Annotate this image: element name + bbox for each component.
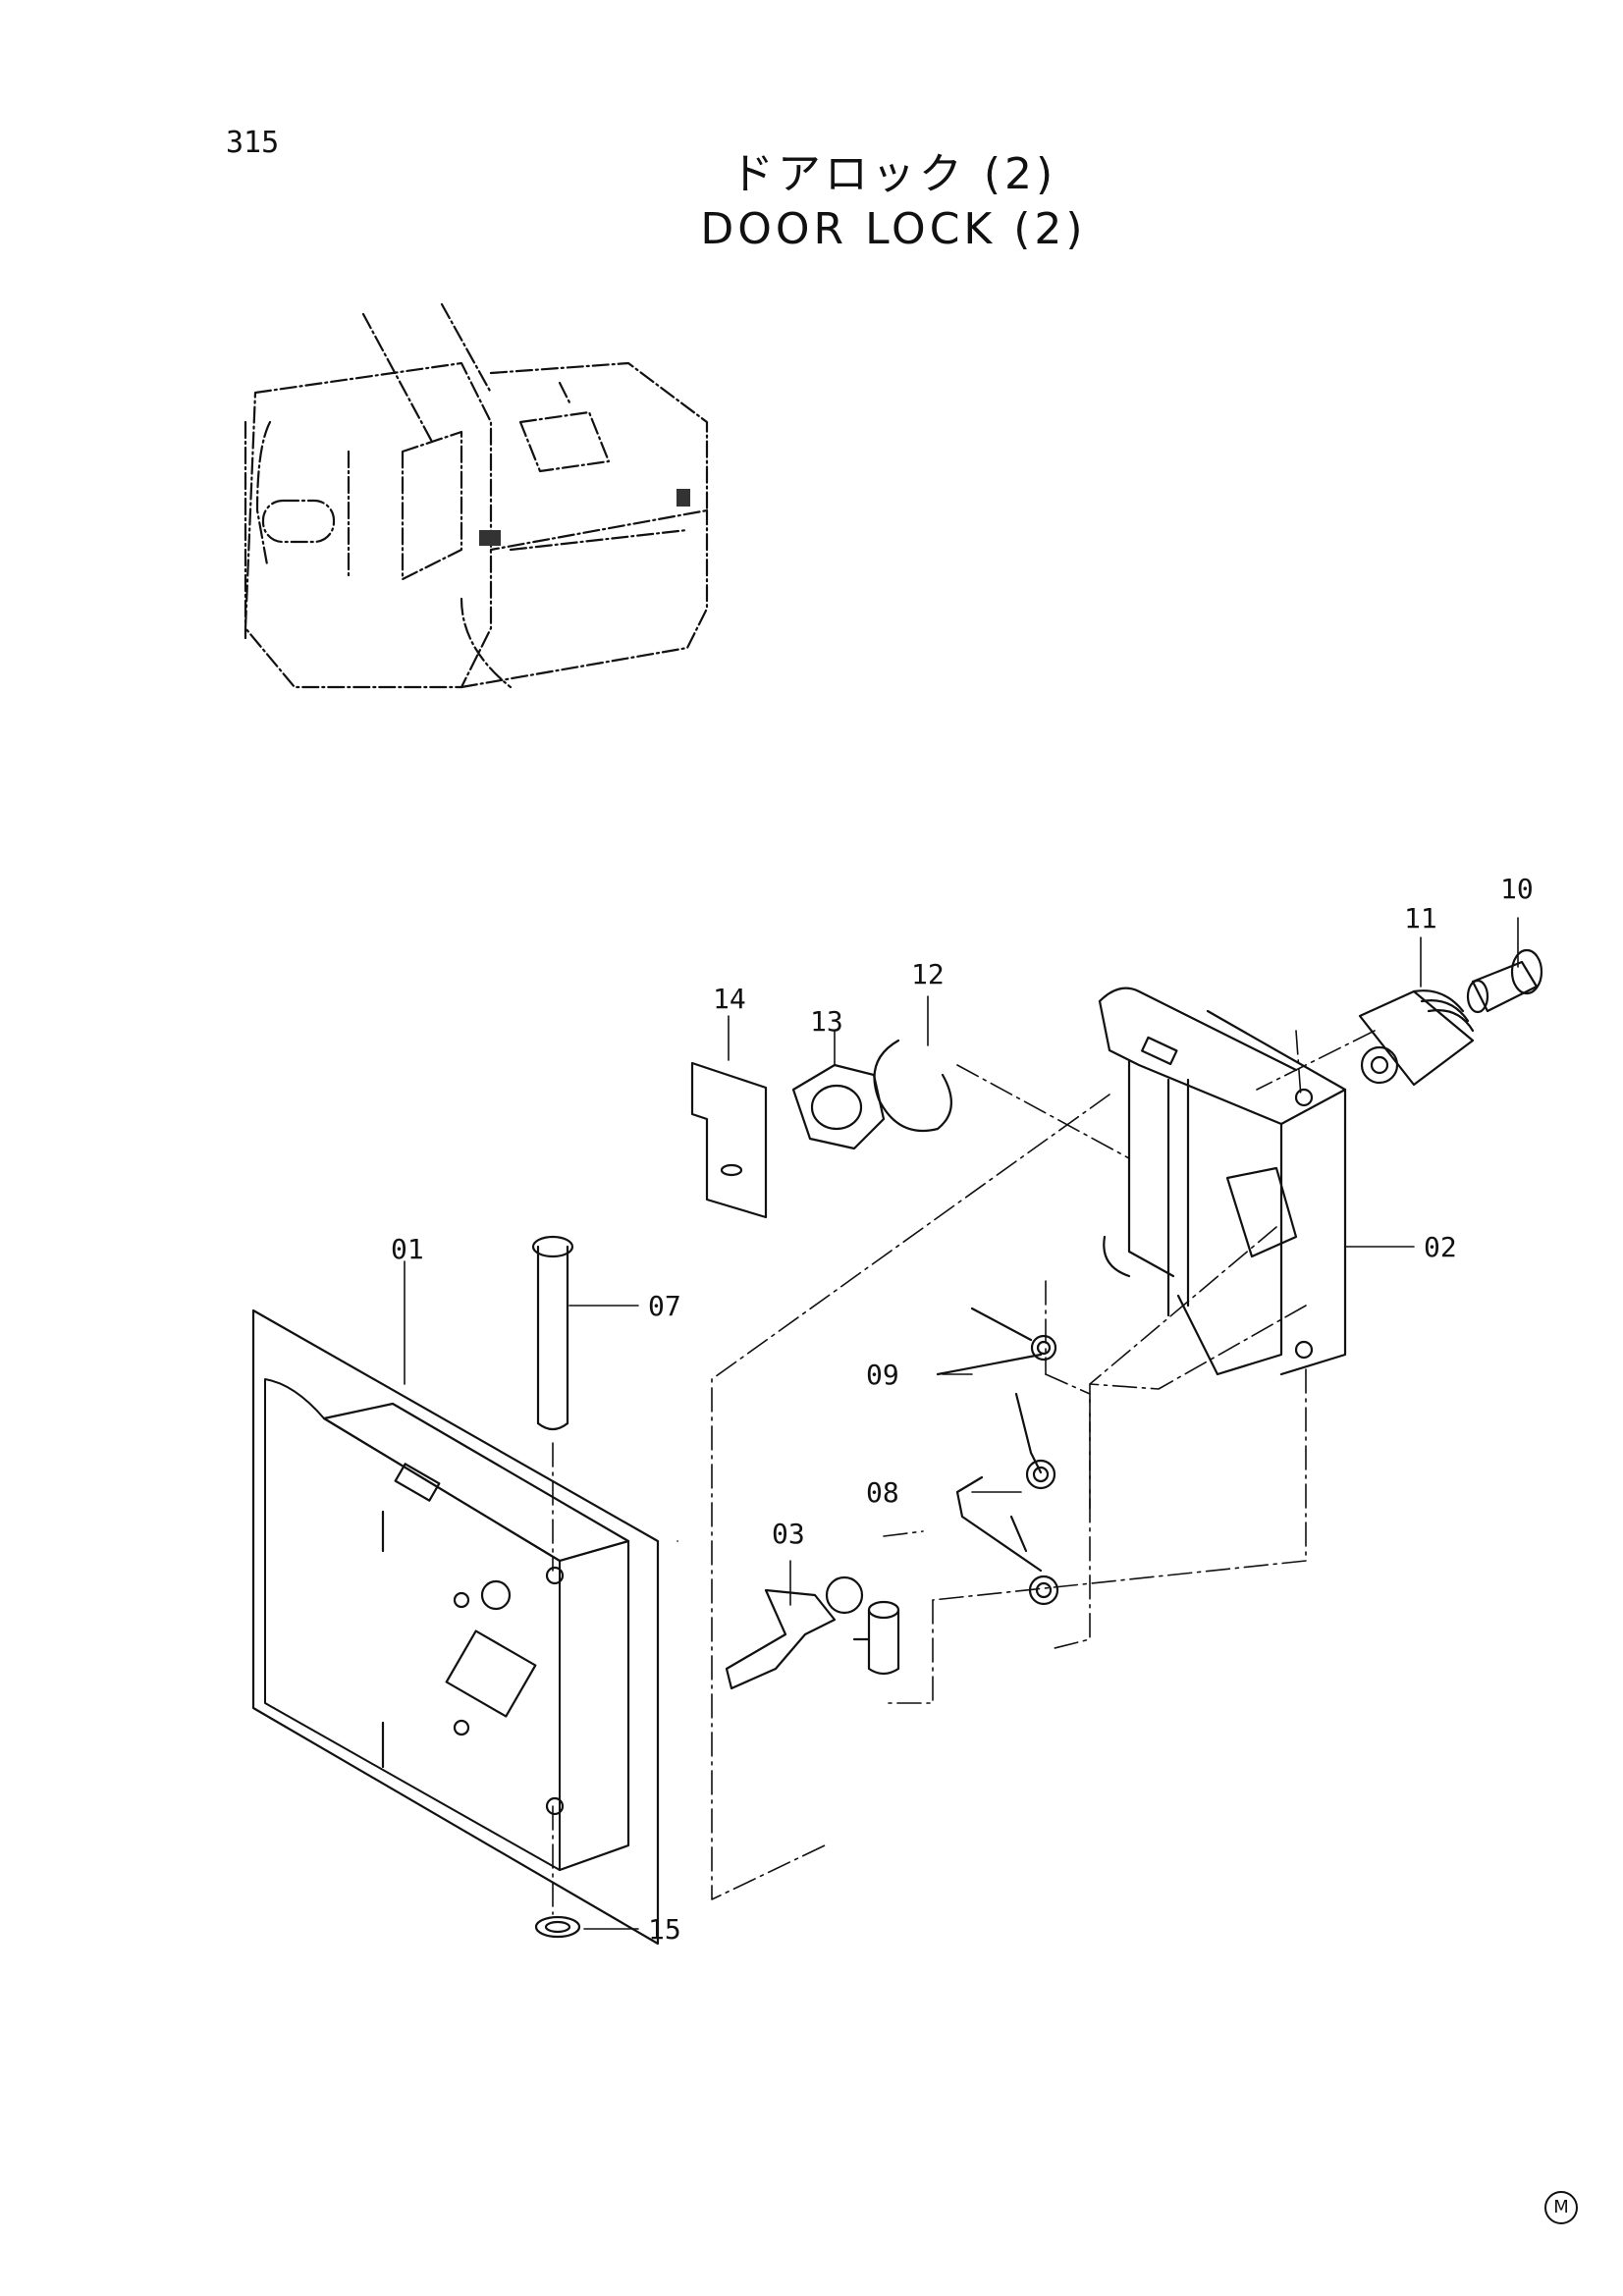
part-13-nut — [791, 1063, 886, 1150]
callout-12: 12 — [911, 958, 945, 990]
callout-07: 07 — [648, 1290, 681, 1322]
title-english: DOOR LOCK (2) — [700, 204, 1087, 254]
corner-mark: M — [1544, 2191, 1578, 2224]
part-07-pin — [531, 1235, 574, 1431]
title-japanese: ドアロック (2) — [730, 149, 1057, 199]
callout-10: 10 — [1500, 873, 1534, 905]
part-15-snap-ring — [534, 1915, 581, 1939]
callout-15: 15 — [648, 1913, 681, 1946]
callout-01: 01 — [391, 1233, 424, 1265]
part-01-lock-housing — [251, 1308, 660, 1946]
page-number: 315 — [226, 126, 280, 160]
part-09-spring — [936, 1307, 1057, 1376]
part-02-bracket — [1098, 987, 1347, 1376]
callout-14: 14 — [713, 983, 746, 1015]
callout-03: 03 — [772, 1518, 805, 1550]
part-14-plate — [690, 1061, 768, 1219]
part-10-cylinder — [1466, 948, 1543, 1014]
callout-13: 13 — [810, 1005, 843, 1038]
callout-11: 11 — [1404, 902, 1437, 934]
locator-highlight-icon — [479, 530, 501, 546]
part-11-bushing — [1358, 989, 1475, 1087]
assembly-centerlines — [552, 1030, 1376, 1915]
leader-lines — [404, 917, 1519, 1930]
excavator-locator-illustration — [243, 302, 709, 689]
part-12-ring — [873, 1039, 952, 1133]
locator-highlight-icon — [676, 489, 690, 507]
part-03-latch — [725, 1575, 900, 1690]
diagram-title: ドアロック (2) DOOR LOCK (2) — [550, 147, 1237, 257]
callout-09: 09 — [866, 1359, 899, 1391]
callout-02: 02 — [1424, 1231, 1457, 1263]
callout-08: 08 — [866, 1476, 899, 1509]
part-08-spring — [955, 1392, 1059, 1606]
